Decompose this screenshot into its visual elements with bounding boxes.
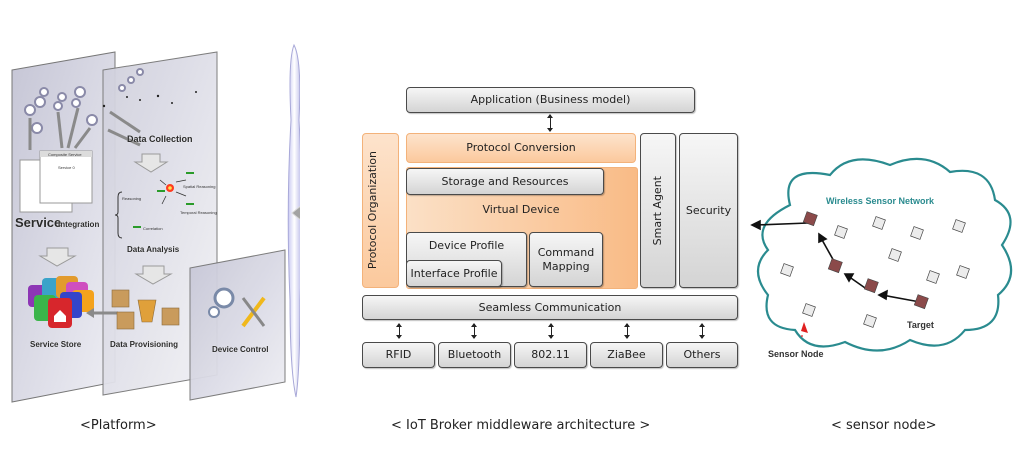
idle-sensor-nodes	[780, 216, 970, 328]
gear-icons	[24, 68, 144, 134]
integration-label: Integration	[58, 220, 100, 229]
spatial-reasoning-label: Spatial Reasoning	[183, 184, 216, 189]
active-sensor-nodes	[802, 211, 929, 310]
brace-icon	[114, 191, 123, 239]
protocol-organization-box: Protocol Organization	[362, 133, 399, 288]
application-box: Application (Business model)	[406, 87, 695, 113]
protocol-box-80211: 802.11	[514, 342, 587, 368]
service-store-icon	[28, 276, 94, 328]
security-box: Security	[679, 133, 738, 288]
seamless-communication-box: Seamless Communication	[362, 295, 738, 320]
flow-down-arrows	[38, 153, 173, 285]
cloud-outline	[756, 157, 1013, 352]
smart-agent-label: Smart Agent	[651, 175, 665, 246]
target-label: Target	[907, 320, 934, 330]
virtual-device-label: Virtual Device	[482, 203, 560, 216]
service-store-label: Service Store	[30, 340, 82, 349]
interface-profile-box: Interface Profile	[406, 260, 502, 287]
temporal-reasoning-label: Temporal Reasoning	[180, 210, 217, 215]
platform-illustration	[11, 43, 300, 403]
middleware-caption: < IoT Broker middleware architecture >	[391, 418, 651, 433]
package-icons	[111, 289, 180, 330]
service-zero-label: Service 0	[58, 165, 75, 170]
protocol-box-bluetooth: Bluetooth	[438, 342, 511, 368]
data-collection-label: Data Collection	[127, 134, 193, 144]
storage-resources-box: Storage and Resources	[406, 168, 604, 195]
composite-service-label: Composite Service	[48, 152, 82, 157]
composite-service-box	[39, 150, 93, 204]
broker-cylinder	[287, 43, 300, 398]
left-big-arrow-icon	[291, 205, 300, 221]
service-title-label: Service	[15, 215, 62, 230]
double-arrow-icon	[699, 323, 705, 339]
sensor-node-pointer-icon	[801, 322, 808, 333]
device-control-icon	[208, 287, 266, 328]
sensor-caption: < sensor node>	[831, 418, 937, 433]
data-provisioning-label: Data Provisioning	[110, 340, 179, 349]
correlation-label: Correlation	[143, 226, 163, 231]
command-mapping-box: Command Mapping	[529, 232, 603, 287]
sensor-node-label: Sensor Node	[768, 349, 824, 359]
wireless-sensor-network-diagram	[750, 157, 1013, 352]
double-arrow-icon	[548, 323, 554, 339]
smart-agent-box: Smart Agent	[640, 133, 676, 288]
double-arrow-icon	[547, 114, 553, 132]
data-analysis-label: Data Analysis	[127, 245, 180, 254]
protocol-box-rfid: RFID	[362, 342, 435, 368]
reasoning-label: Reasoning	[122, 196, 142, 201]
double-arrow-icon	[471, 323, 477, 339]
double-arrow-icon	[624, 323, 630, 339]
device-control-label: Device Control	[212, 345, 269, 354]
network-title: Wireless Sensor Network	[826, 196, 934, 206]
protocol-box-zigbee: ZiaBee	[590, 342, 663, 368]
device-profile-box: Device Profile	[406, 232, 527, 287]
protocol-conversion-box: Protocol Conversion	[406, 133, 636, 163]
double-arrow-icon	[396, 323, 402, 339]
service-arrows	[28, 107, 141, 150]
platform-caption: <Platform>	[80, 418, 157, 433]
protocol-box-others: Others	[666, 342, 738, 368]
protocol-organization-label: Protocol Organization	[365, 151, 379, 270]
device-layer-panel	[189, 249, 286, 401]
